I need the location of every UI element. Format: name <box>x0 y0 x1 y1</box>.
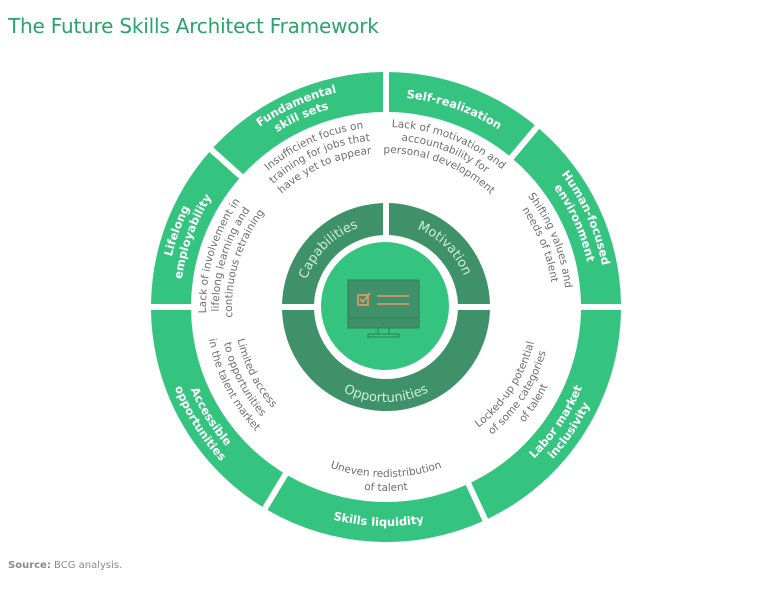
outer-ring-segment <box>213 72 384 175</box>
page-title: The Future Skills Architect Framework <box>8 14 379 38</box>
segment-description: Uneven redistribution <box>329 459 443 480</box>
source-text: BCG analysis. <box>54 560 123 571</box>
outer-ring-segment <box>151 151 240 305</box>
outer-ring-segment <box>388 72 535 156</box>
source-note: Source: BCG analysis. <box>8 560 122 571</box>
segment-description: of talent <box>364 481 409 494</box>
outer-ring-segment <box>267 475 483 542</box>
monitor-checklist-icon <box>347 279 420 338</box>
inner-segment-opportunities: Opportunities <box>282 309 490 412</box>
source-label: Source: <box>8 560 51 571</box>
outer-ring-segment <box>471 309 621 519</box>
outer-ring-segment <box>151 309 284 507</box>
center-circle <box>321 242 449 370</box>
outer-ring-segment <box>513 128 621 305</box>
